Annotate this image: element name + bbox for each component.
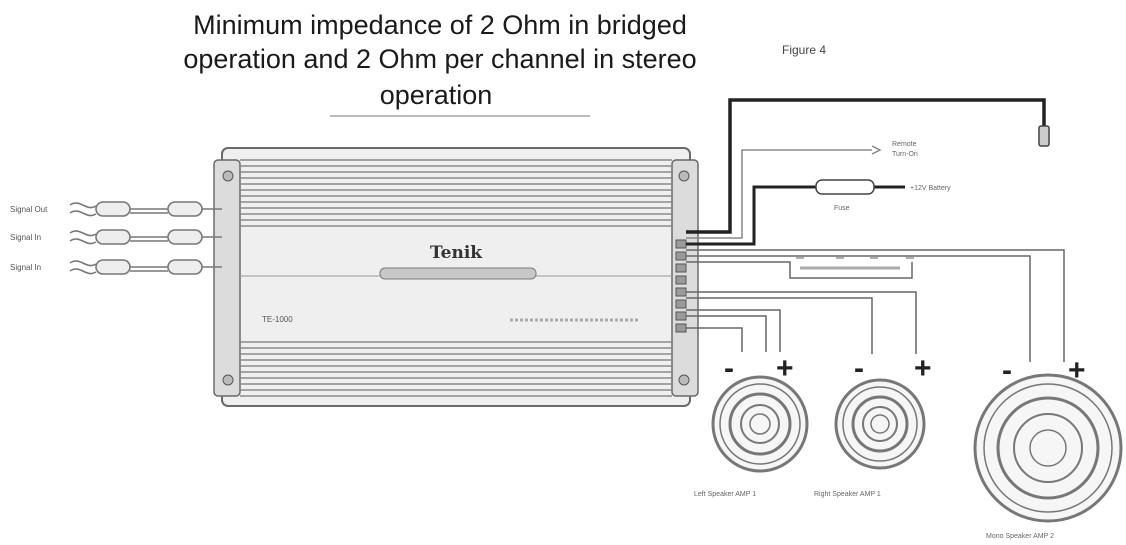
left-speaker-label: Left Speaker AMP 1 [694,491,756,498]
amplifier-left-cap [213,159,241,397]
title-line-2: operation and 2 Ohm per channel in stere… [183,44,696,74]
label-signal-in-1: Signal In [10,233,41,242]
figure-label: Figure 4 [782,43,826,57]
amplifier-center-bar [379,267,537,280]
label-remote-2: Turn-On [892,151,918,158]
label-remote-1: Remote [892,141,917,148]
right-speaker-label: Right Speaker AMP 1 [814,491,881,498]
terminal-block [675,239,687,333]
title-line-1: Minimum impedance of 2 Ohm in bridged [193,10,687,40]
speaker-wiring [686,249,1065,362]
ground-wire [686,98,1046,234]
mono-speaker-label: Mono Speaker AMP 2 [986,533,1054,540]
amplifier: Tenik TE-1000 [213,147,699,407]
left-speaker-plus: + [776,352,794,385]
remote-wire [686,149,872,239]
label-signal-in-2: Signal In [10,263,41,272]
right-speaker [834,378,926,470]
rca-cable-signal-out [69,201,222,217]
mono-speaker-minus: - [1002,354,1012,387]
rca-cable-signal-in-2 [69,259,222,275]
amplifier-brand: Tenik [430,243,483,263]
left-speaker-minus: - [724,352,734,385]
top-heatsink-fins [240,159,672,227]
mono-speaker [973,373,1123,523]
bottom-heatsink-fins [240,341,672,397]
rca-cable-signal-in-1 [69,229,222,245]
label-battery: +12V Battery [910,185,951,192]
right-speaker-plus: + [914,352,932,385]
bridge-legend [796,257,914,270]
rca-inputs: Signal Out Signal In Signal In [10,201,222,275]
amplifier-model: TE-1000 [262,315,293,324]
label-signal-out: Signal Out [10,205,48,214]
left-speaker [711,375,809,473]
label-fuse: Fuse [834,205,850,212]
fuse-holder [815,179,875,195]
ground-terminal [1038,125,1050,147]
battery-wire [686,185,905,246]
right-speaker-minus: - [854,352,864,385]
remote-arrow [871,145,882,155]
title-line-3: operation [380,80,493,110]
power-wiring: Remote Turn-On Fuse +12V Battery [686,98,1050,246]
